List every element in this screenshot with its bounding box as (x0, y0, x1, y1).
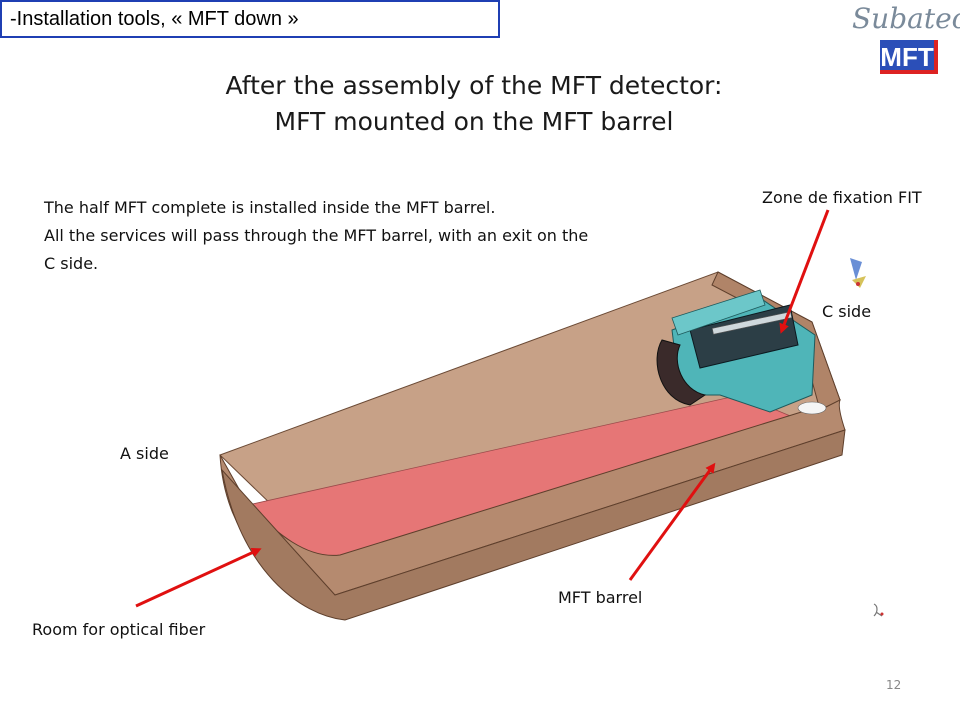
section-label-box: -Installation tools, « MFT down » (0, 0, 500, 38)
mft-detector-plate (671, 289, 766, 336)
label-room-fiber: Room for optical fiber (32, 620, 206, 639)
label-mft-barrel: MFT barrel (558, 588, 643, 607)
label-a-side: A side (120, 444, 169, 463)
description-line-1: The half MFT complete is installed insid… (44, 198, 496, 217)
mft-detector-disk (656, 339, 707, 406)
label-c-side: C side (822, 302, 872, 321)
title-line-2: MFT mounted on the MFT barrel (274, 107, 674, 136)
cursor-icon (873, 603, 884, 617)
arrow-zone-fixation (779, 209, 830, 334)
subatech-logo: Subatech (852, 2, 960, 35)
description: The half MFT complete is installed insid… (44, 194, 724, 278)
barrel-exit-hole (797, 401, 827, 415)
orientation-icon (850, 258, 866, 288)
title-line-1: After the assembly of the MFT detector: (225, 71, 723, 100)
slide-title: After the assembly of the MFT detector: … (0, 68, 948, 140)
section-label: -Installation tools, « MFT down » (10, 8, 299, 30)
barrel-outer-shell (221, 429, 846, 621)
label-zone-fixation: Zone de fixation FIT (762, 188, 922, 207)
mft-logo: MFT (880, 40, 938, 74)
page-number: 12 (886, 678, 902, 692)
arrow-mft-barrel (628, 462, 716, 581)
description-line-2: All the services will pass through the M… (44, 226, 589, 245)
description-line-3: C side. (44, 254, 99, 273)
mft-support-bar (711, 311, 793, 335)
arrow-room-fiber (135, 547, 262, 608)
